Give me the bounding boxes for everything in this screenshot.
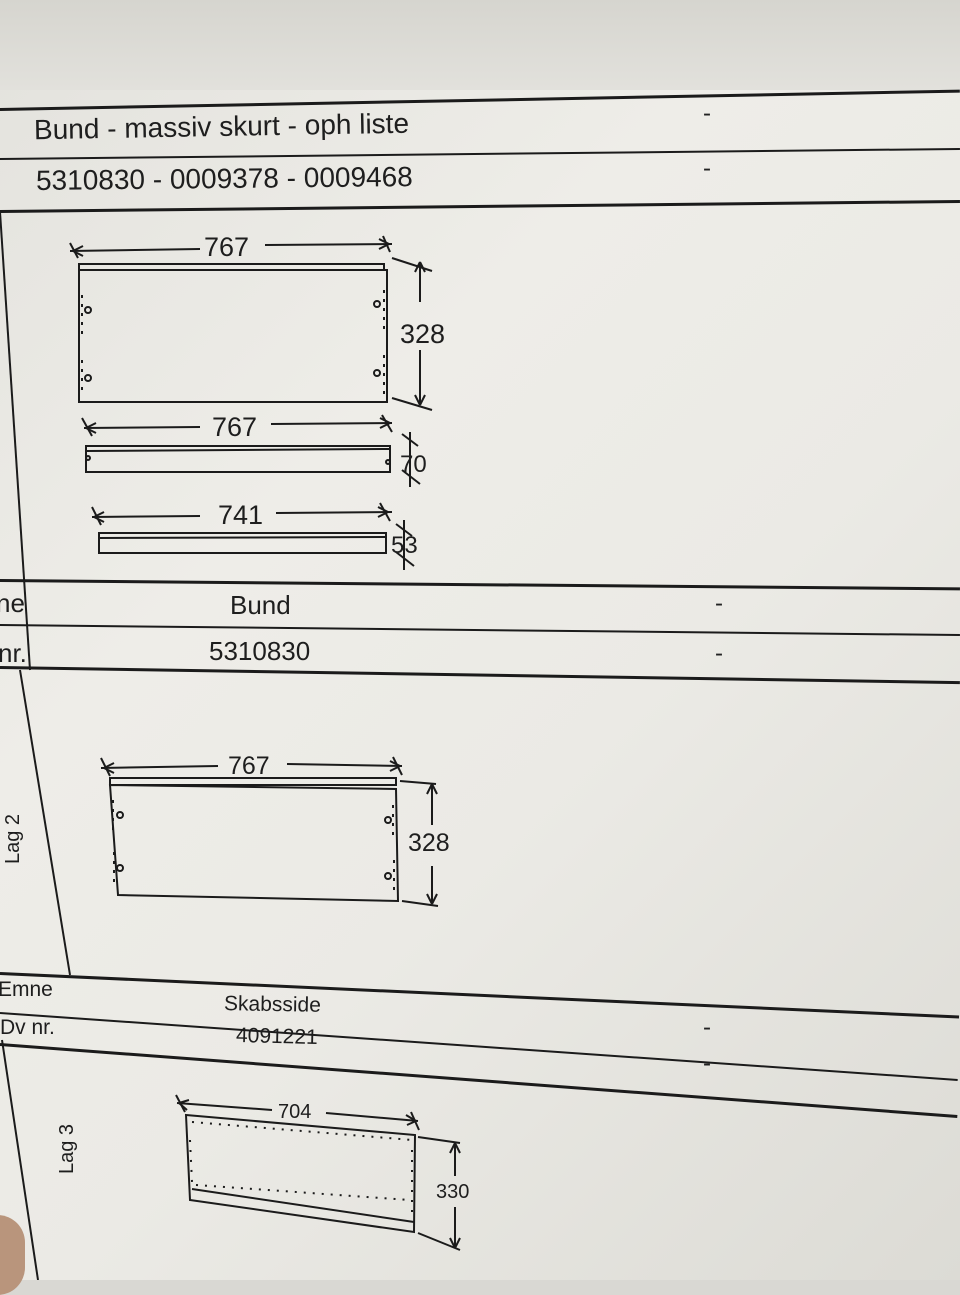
row-value-dash: - bbox=[715, 640, 723, 667]
column-rule bbox=[19, 669, 71, 976]
strip-drawing-2 bbox=[91, 502, 415, 570]
background-shadow bbox=[0, 0, 960, 90]
row-value-dash: - bbox=[715, 590, 723, 617]
panel-drawing-1 bbox=[69, 235, 433, 411]
width-dimension: 767 bbox=[204, 232, 249, 262]
part-name: Bund bbox=[230, 590, 291, 620]
row-value-dash: - bbox=[703, 1014, 711, 1041]
column-rule bbox=[0, 211, 31, 671]
width-dimension: 767 bbox=[228, 752, 270, 780]
row-value-dash: - bbox=[703, 155, 711, 182]
height-dimension: 70 bbox=[400, 451, 427, 478]
height-dimension: 328 bbox=[408, 829, 450, 857]
column-rule bbox=[1, 1039, 39, 1280]
name-label: ne bbox=[0, 588, 25, 618]
row-value-dash: - bbox=[703, 100, 711, 127]
part-number: 5310830 bbox=[209, 636, 311, 666]
width-dimension: 704 bbox=[278, 1101, 311, 1123]
width-dimension: 767 bbox=[212, 412, 257, 442]
height-dimension: 330 bbox=[436, 1181, 469, 1203]
height-dimension: 328 bbox=[400, 319, 445, 349]
strip-drawing-1 bbox=[81, 414, 421, 487]
height-dimension: 53 bbox=[391, 532, 418, 559]
name-label: Emne bbox=[0, 978, 53, 1001]
panel-drawing-3 bbox=[175, 1094, 461, 1251]
number-label: nr. bbox=[0, 638, 27, 668]
row-value-dash: - bbox=[703, 1050, 711, 1077]
number-label: Dv nr. bbox=[0, 1016, 55, 1039]
width-dimension: 741 bbox=[218, 500, 263, 530]
panel-drawing-2 bbox=[100, 756, 439, 907]
